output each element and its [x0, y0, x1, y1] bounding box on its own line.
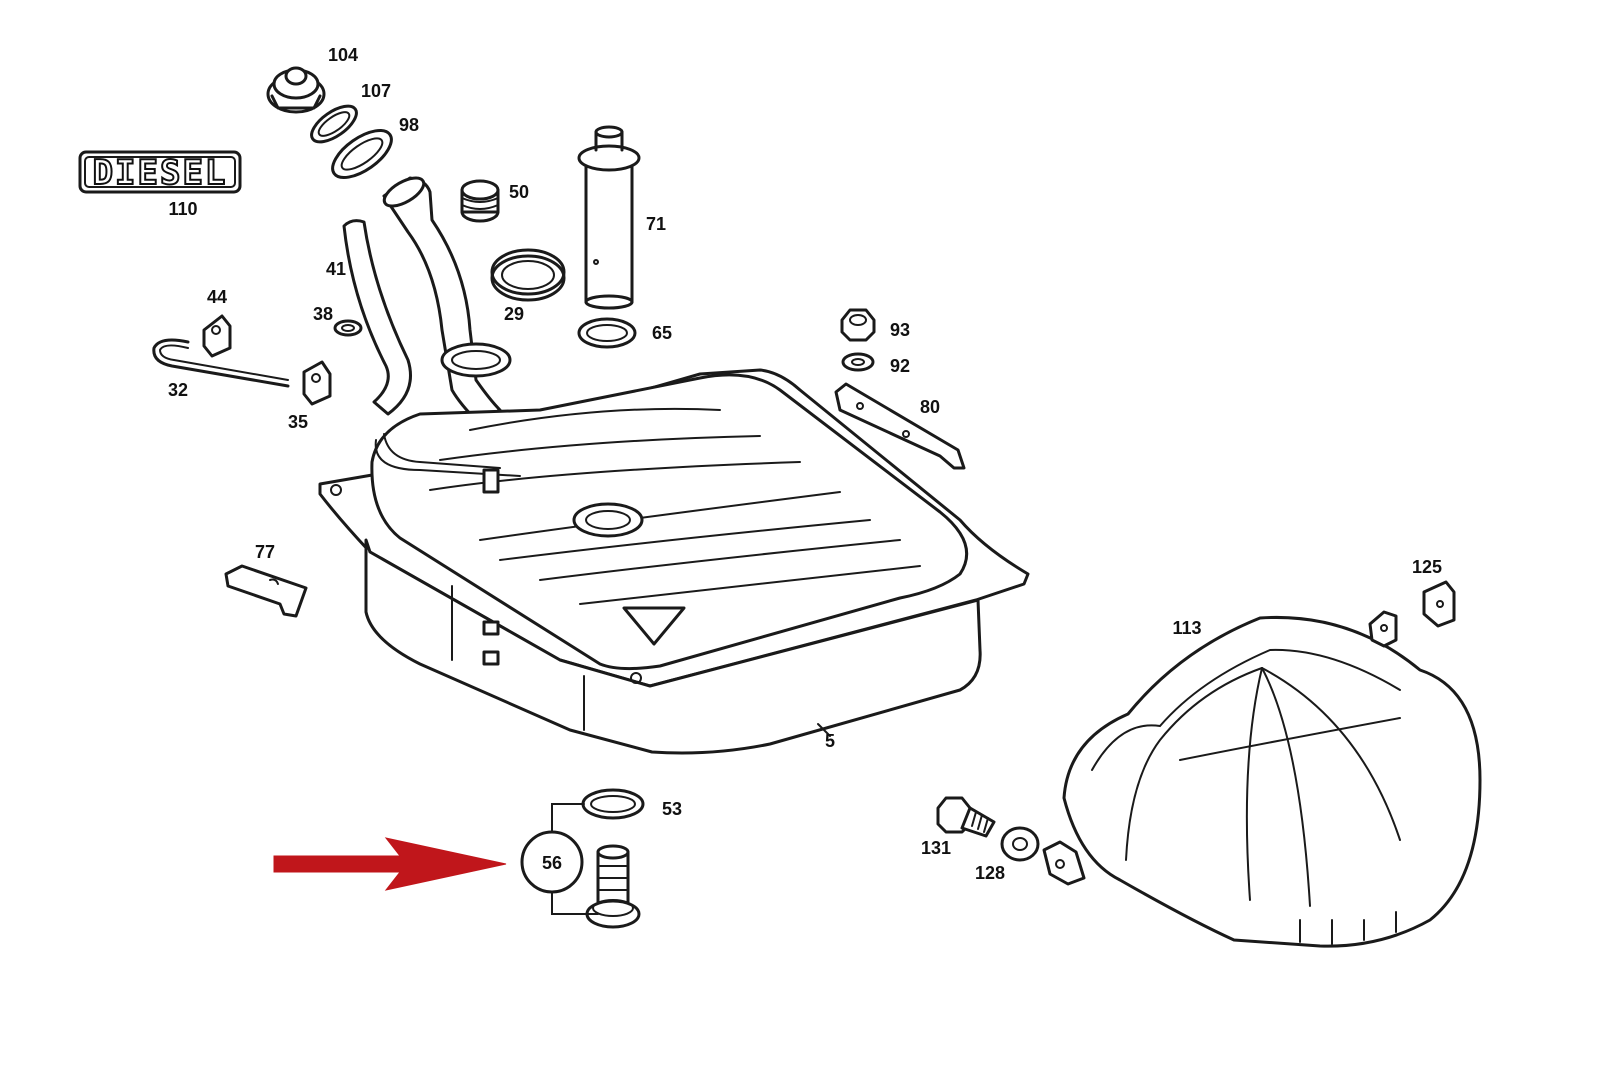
seal-ring-107-part: [310, 104, 358, 144]
callout-53: 53: [662, 799, 682, 819]
seal-53-part: [581, 788, 645, 820]
callout-5: 5: [825, 731, 835, 751]
filler-neck-part: [382, 176, 512, 424]
nut-93-part: [840, 308, 876, 342]
diesel-badge-text: DIESEL: [93, 153, 228, 193]
callout-77: 77: [255, 542, 275, 562]
callout-131: 131: [921, 838, 951, 858]
callout-50: 50: [509, 182, 529, 202]
vent-line-32-part: [152, 338, 290, 388]
diesel-badge: DIESEL: [78, 150, 242, 194]
fuel-tank-part: [318, 368, 1030, 755]
leader-line-5: [817, 723, 831, 737]
callout-65: 65: [652, 323, 672, 343]
callout-44: 44: [207, 287, 227, 307]
callout-41: 41: [326, 259, 346, 279]
callout-29: 29: [504, 304, 524, 324]
clip-35-part: [302, 360, 332, 406]
callout-80: 80: [920, 397, 940, 417]
bolt-131-part: [936, 796, 996, 838]
washer-38-part: [333, 319, 363, 337]
callout-56: 56: [542, 853, 562, 873]
callout-107: 107: [361, 81, 391, 101]
callout-38: 38: [313, 304, 333, 324]
filler-cap-part: [266, 66, 326, 114]
callout-71: 71: [646, 214, 666, 234]
washer-92-part: [841, 352, 875, 372]
clip-125-part: [1422, 580, 1456, 628]
heat-shield-113-part: [1042, 610, 1482, 948]
strap-80-part: [834, 382, 966, 470]
callout-circle-56: [520, 830, 584, 894]
seal-ring-98-part: [331, 129, 393, 179]
hose-41-part: [342, 219, 412, 416]
callout-128: 128: [975, 863, 1005, 883]
highlight-arrow: [273, 837, 507, 891]
clip-44-part: [202, 314, 232, 358]
callout-32: 32: [168, 380, 188, 400]
sender-unit-71-part: [577, 125, 641, 310]
callout-98: 98: [399, 115, 419, 135]
washer-128-part: [1000, 826, 1040, 862]
callout-92: 92: [890, 356, 910, 376]
callout-104: 104: [328, 45, 358, 65]
callout-113: 113: [1172, 618, 1201, 638]
callout-labels: 104 107 98 110 50 71 41 38 44 32 35 29 6…: [168, 45, 1442, 883]
grommet-50-part: [460, 179, 500, 223]
seal-65-part: [577, 317, 637, 349]
callout-93: 93: [890, 320, 910, 340]
callout-bracket-56: [551, 803, 599, 915]
ring-seal-29-part: [490, 248, 566, 302]
callout-35: 35: [288, 412, 308, 432]
bracket-77-part: [224, 564, 308, 618]
callout-125: 125: [1412, 557, 1442, 577]
callout-110: 110: [168, 199, 197, 219]
